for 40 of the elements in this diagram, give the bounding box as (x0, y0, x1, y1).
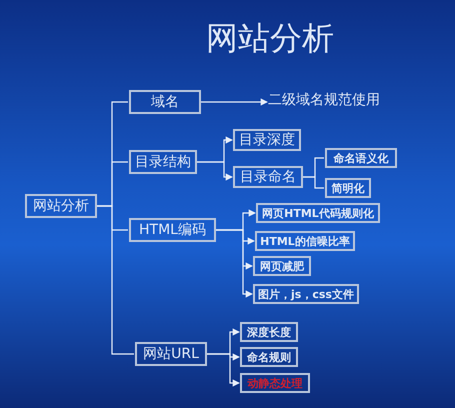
topic-label: 网页HTML代码规则化 (262, 208, 374, 218)
connector (303, 176, 324, 189)
topic-box (233, 129, 301, 151)
topic-label: 网站URL (143, 347, 199, 361)
topic-label: 动静态处理 (248, 378, 302, 388)
topic-box (253, 284, 359, 304)
topic-label: 深度长度 (247, 326, 291, 338)
connector (201, 98, 268, 106)
title: 网站分析 (205, 18, 335, 58)
topic-label: 命名规则 (247, 352, 291, 362)
topic-label: HTML编码 (139, 223, 206, 237)
topic-label: 网页减肥 (260, 260, 304, 272)
topic-label: 网站分析 (33, 199, 89, 213)
topic-box (240, 373, 310, 393)
topic-box (325, 148, 397, 168)
topic-box (240, 322, 298, 342)
connector (207, 353, 240, 387)
topic-box (129, 150, 197, 174)
note-text: 二级域名规范使用 (268, 90, 380, 110)
topic-label: 简明化 (332, 182, 364, 194)
topic-label: 域名 (151, 95, 179, 109)
topic-box (255, 231, 355, 251)
topic-box (240, 347, 298, 367)
topic-box (129, 90, 201, 114)
topic-box (325, 178, 371, 198)
topic-box (135, 342, 207, 366)
connector (197, 161, 233, 181)
topic-label: 命名语义化 (334, 152, 388, 164)
topic-label: 目录命名 (240, 170, 296, 184)
topic-box (233, 166, 303, 188)
connector (97, 205, 134, 355)
topic-label: 目录结构 (135, 155, 191, 169)
topic-box (129, 218, 216, 242)
topic-label: 目录深度 (239, 133, 295, 147)
topic-box (256, 203, 380, 223)
topic-label: HTML的信噪比率 (260, 236, 350, 246)
topic-box (253, 256, 311, 276)
topic-box (25, 194, 97, 218)
topic-label: 图片，js，css文件 (258, 288, 354, 300)
connector (216, 229, 253, 298)
